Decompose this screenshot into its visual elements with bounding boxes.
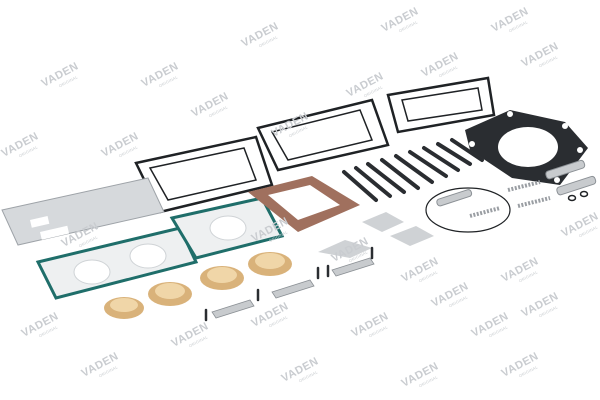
gasket-teal-right: [169, 196, 285, 260]
bolts-set: [342, 138, 484, 202]
clips-silver: [318, 212, 434, 258]
gasket-black-top-right: [386, 76, 496, 134]
gasket-black-flange: [465, 110, 588, 185]
valve-plate-silver: [1, 177, 165, 246]
o-ring: [425, 187, 511, 233]
springs: [469, 180, 551, 218]
brass-valves: [104, 252, 292, 319]
gasket-teal-left: [35, 226, 199, 300]
pistons: [436, 159, 597, 207]
gasket-black-top-middle: [256, 98, 390, 172]
gasket-brown: [248, 176, 360, 232]
screws: [204, 246, 374, 322]
small-o-rings: [567, 190, 589, 202]
retainer-plates: [211, 257, 375, 319]
